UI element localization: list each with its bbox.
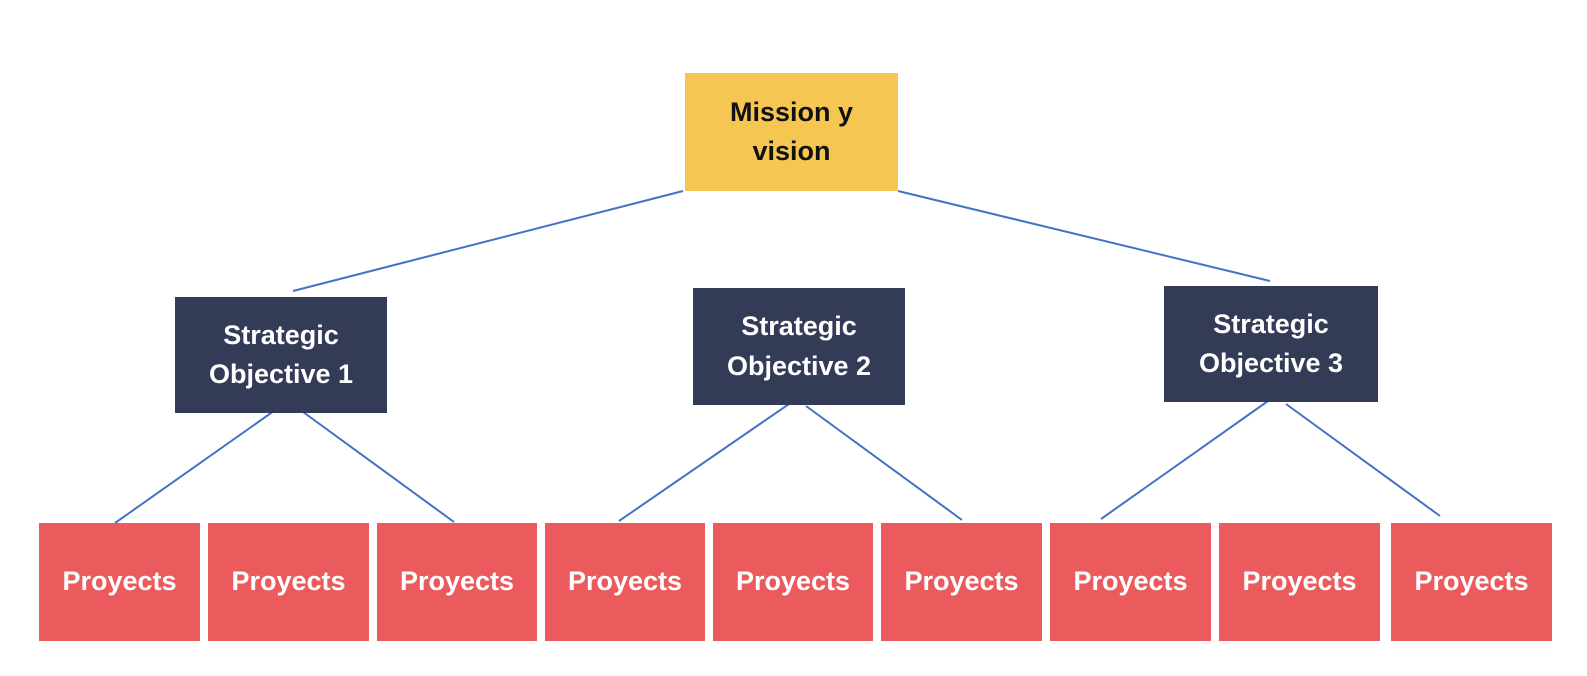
project-box-6: Proyects (881, 523, 1042, 641)
connector-objective-1-to-project-1 (114, 405, 282, 524)
project-box-5: Proyects (713, 523, 873, 641)
connector-objective-2-to-project-4 (618, 403, 790, 522)
connector-objective-3-to-project-7 (1100, 400, 1269, 520)
connector-objective-1-to-project-3 (298, 408, 455, 523)
connector-mission-to-objective-1 (292, 190, 684, 292)
connector-mission-to-objective-3 (897, 190, 1271, 282)
project-box-3: Proyects (377, 523, 537, 641)
mission-vision-box: Mission y vision (685, 73, 898, 191)
strategic-objective-2-box: Strategic Objective 2 (693, 288, 905, 405)
project-box-7: Proyects (1050, 523, 1211, 641)
project-box-4: Proyects (545, 523, 705, 641)
strategic-objective-1-box: Strategic Objective 1 (175, 297, 387, 413)
project-box-2: Proyects (208, 523, 369, 641)
strategic-objective-3-box: Strategic Objective 3 (1164, 286, 1378, 402)
project-box-9: Proyects (1391, 523, 1552, 641)
project-box-8: Proyects (1219, 523, 1380, 641)
connector-objective-2-to-project-6 (805, 405, 963, 521)
project-box-1: Proyects (39, 523, 200, 641)
connector-objective-3-to-project-9 (1285, 403, 1441, 517)
